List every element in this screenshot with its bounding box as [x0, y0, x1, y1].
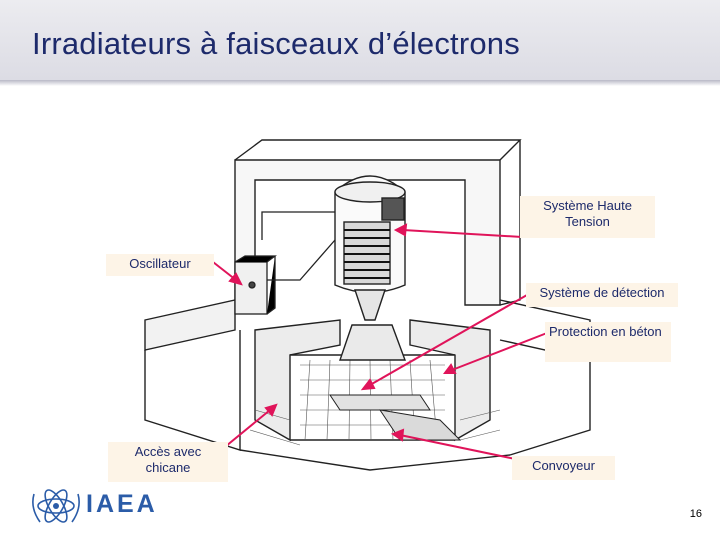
- callout-arrows: [212, 223, 548, 461]
- arrow-haute-tension: [402, 229, 523, 238]
- label-oscillateur: Oscillateur: [106, 254, 214, 276]
- slide-title: Irradiateurs à faisceaux d’électrons: [32, 26, 520, 61]
- accelerator-tank: [334, 175, 407, 361]
- title-bar-shadow: [0, 80, 720, 86]
- arrowhead-haute-tension: [393, 223, 408, 237]
- arrowhead-detection: [360, 378, 376, 391]
- oscillator-cabinet: [234, 211, 336, 315]
- label-convoyeur: Convoyeur: [512, 456, 615, 480]
- page-number: 16: [689, 508, 702, 520]
- arrowhead-protection: [443, 363, 457, 374]
- arrowhead-acces: [264, 403, 278, 417]
- arrow-detection: [369, 294, 528, 386]
- arrow-convoyeur: [399, 434, 521, 461]
- label-detection: Système de détection: [526, 283, 678, 307]
- arrowhead-convoyeur: [390, 428, 405, 442]
- label-acces: Accès avec chicane: [108, 442, 228, 482]
- title-bar: [0, 0, 720, 80]
- arrow-protection: [451, 332, 548, 371]
- iaea-logo-text: IAEA: [86, 490, 158, 518]
- iaea-emblem-icon: [32, 489, 80, 523]
- arrowhead-oscillateur: [228, 272, 243, 286]
- label-protection: Protection en béton: [545, 322, 671, 362]
- label-haute-tension: Système Haute Tension: [520, 196, 655, 238]
- arrow-acces: [219, 409, 271, 452]
